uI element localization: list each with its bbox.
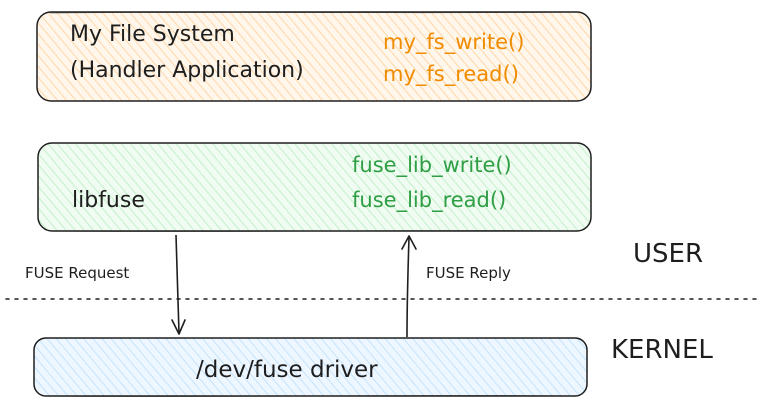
fuse-reply-arrow-shaft — [406, 236, 410, 338]
handler-application-box: My File System (Handler Application) my_… — [36, 11, 592, 102]
fuse-reply-arrow — [401, 235, 417, 338]
fuse-request-label: FUSE Request — [25, 264, 129, 282]
fuse-lib-read-function: fuse_lib_read() — [352, 188, 506, 213]
kernel-zone-label: KERNEL — [611, 335, 713, 365]
app-title-line1: My File System — [70, 22, 235, 47]
my-fs-read-function: my_fs_read() — [383, 62, 519, 87]
libfuse-box: libfuse fuse_lib_write() fuse_lib_read() — [37, 142, 592, 232]
app-title-line2: (Handler Application) — [70, 58, 304, 83]
my-fs-write-function: my_fs_write() — [383, 30, 524, 55]
fuse-request-arrow-shaft — [175, 234, 180, 334]
libfuse-label: libfuse — [72, 188, 145, 213]
fuse-request-arrowhead — [171, 319, 186, 335]
fuse-request-arrow — [171, 234, 186, 335]
handler-application-box-shape — [36, 11, 592, 102]
user-zone-label: USER — [633, 239, 703, 269]
fuse-lib-write-function: fuse_lib_write() — [352, 153, 512, 178]
fuse-reply-arrowhead — [401, 235, 417, 250]
dev-fuse-driver-box: /dev/fuse driver — [33, 337, 588, 397]
fuse-reply-label: FUSE Reply — [426, 264, 511, 282]
dev-fuse-driver-label: /dev/fuse driver — [196, 357, 378, 383]
